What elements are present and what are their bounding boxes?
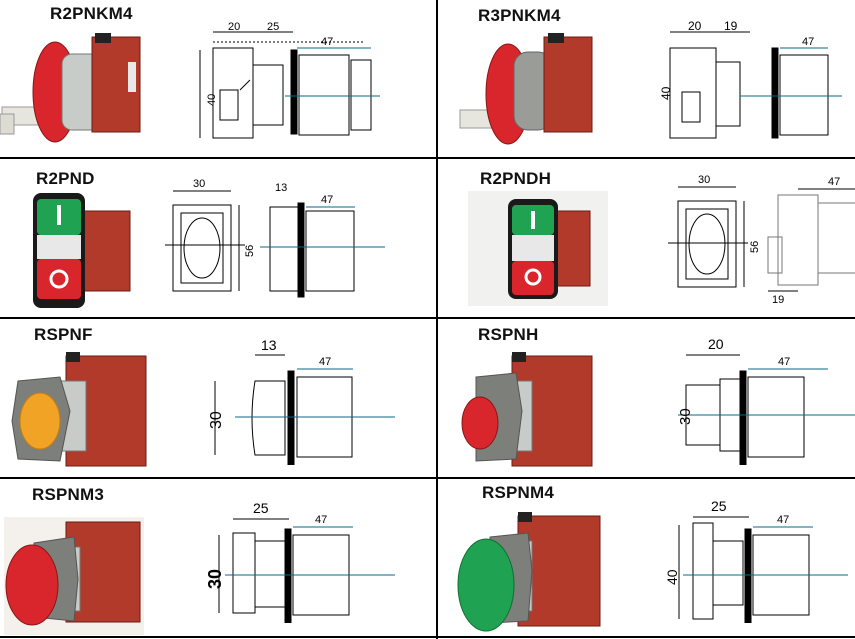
product-title: R2PNKM4 [50,4,133,23]
product-cell-rspnm4: RSPNM4 25 47 40 [438,479,855,637]
mushroom-pushbutton-photo [4,517,144,635]
dim-label: 47 [319,356,331,368]
dim-label: 19 [772,294,784,303]
dim-label: 56 [749,241,761,253]
dimension-drawing: 20 19 47 40 [659,20,842,139]
dim-label: 30 [698,174,710,186]
dim-label: 40 [664,569,680,585]
product-title: R2PNDH [480,169,552,188]
product-cell-rspnm3: RSPNM3 25 47 30 [0,479,427,637]
product-title: RSPNM3 [32,485,105,504]
mushroom-pushbutton-photo [457,512,601,632]
extended-pushbutton-photo [461,352,593,467]
product-cell-r2pnkm4: R2PNKM4 [0,0,427,158]
double-pushbutton-photo [468,191,608,306]
dimension-drawing: 13 47 30 [208,337,395,465]
dim-label: 40 [659,86,673,100]
dim-label: 40 [206,94,218,106]
product-cell-rspnh: RSPNH 20 47 30 [438,319,855,477]
dim-label: 13 [261,337,277,353]
column-divider [436,0,438,639]
product-cell-r3pnkm4: R3PNKM4 20 19 47 40 [438,0,855,158]
flush-pushbutton-photo [11,352,147,467]
dim-label: 20 [708,336,724,352]
dim-label: 47 [321,194,333,206]
dim-label: 25 [267,21,279,33]
dim-label: 25 [253,500,269,516]
double-pushbutton-photo [33,193,131,308]
key-selector-switch-photo [459,33,593,145]
dim-label: 13 [275,182,287,194]
dim-label: 47 [802,36,814,48]
dimension-drawing: 30 56 13 47 [165,178,385,298]
dim-label: 20 [688,20,702,33]
dim-label: 47 [315,514,327,526]
dimension-drawing: 20 25 47 40 [199,21,380,139]
dim-label: 30 [677,408,694,425]
bottom-border [0,636,855,638]
product-title: R2PND [36,169,95,188]
dim-label: 56 [244,245,256,257]
dim-label: 47 [828,176,840,188]
product-cell-rspnf: RSPNF 13 47 30 [0,319,427,477]
dim-label: 47 [778,356,790,368]
dim-label: 30 [205,569,225,589]
product-title: RSPNH [478,325,539,344]
row-divider-3 [0,477,855,479]
product-cell-r2pnd: R2PND 30 56 [0,159,427,317]
dim-label: 30 [193,178,205,190]
dimension-drawing: 30 56 47 19 [668,174,855,303]
product-title: R3PNKM4 [478,6,561,25]
key-selector-switch-photo [0,32,150,152]
product-title: RSPNF [34,325,93,344]
dimension-drawing: 20 47 30 [677,336,855,465]
row-divider-2 [0,317,855,319]
dimension-drawing: 25 47 30 [205,500,395,623]
dim-label: 20 [228,21,240,33]
dim-label: 30 [208,411,225,429]
row-divider-1 [0,157,855,159]
dim-label: 25 [711,498,727,514]
product-title: RSPNM4 [482,483,555,502]
dim-label: 19 [724,20,738,33]
dimension-drawing: 25 47 40 [664,498,848,623]
dim-label: 47 [777,514,789,526]
dim-label: 47 [321,36,333,48]
product-cell-r2pndh: R2PNDH 30 [438,159,855,317]
